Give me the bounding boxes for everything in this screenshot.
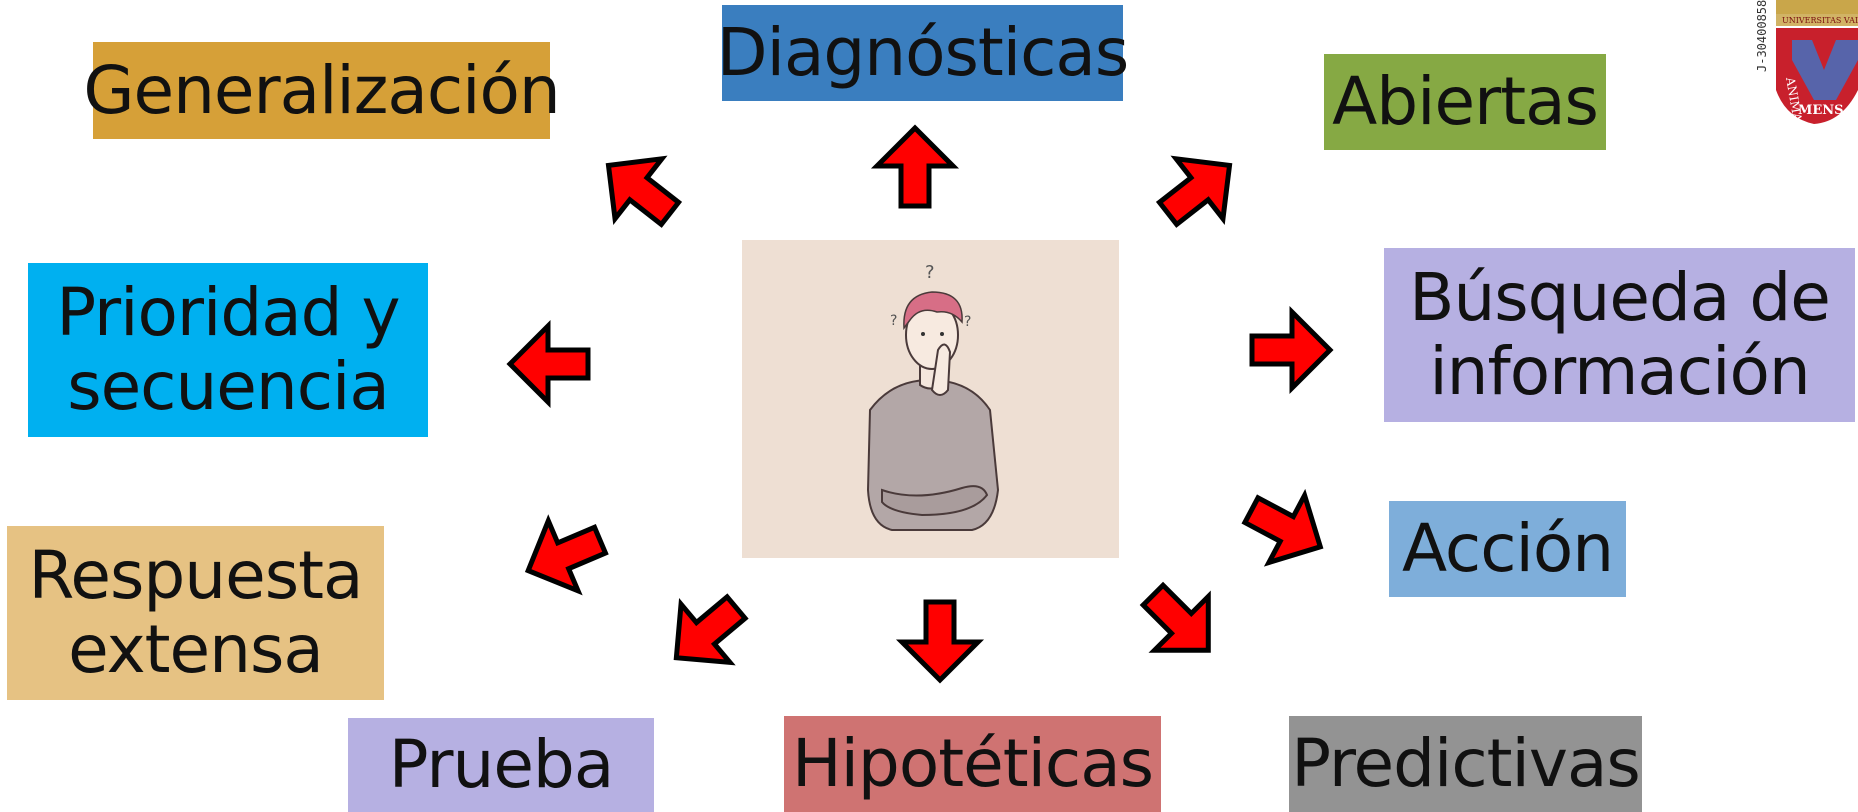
thinking-person-illustration: ? ? ? xyxy=(742,240,1119,558)
svg-text:MENS: MENS xyxy=(1798,103,1844,118)
box-respuesta-label-1: Respuesta xyxy=(28,537,364,615)
box-accion: Acción xyxy=(1389,501,1626,597)
box-hipoteticas-label-1: Hipotéticas xyxy=(791,725,1154,803)
arrow-up-right xyxy=(1155,155,1233,228)
arrow-up-left xyxy=(605,155,683,228)
box-prioridad-label-1: Prioridad y xyxy=(56,274,400,352)
svg-text:?: ? xyxy=(925,262,935,283)
box-prioridad-label-2: secuencia xyxy=(67,348,390,425)
box-predictivas: Predictivas xyxy=(1289,716,1642,812)
box-respuesta-label-2: extensa xyxy=(68,611,324,688)
box-generalizacion-label-1: Generalización xyxy=(83,51,560,129)
arrow-up xyxy=(870,124,960,209)
arrow-down-right-1 xyxy=(1241,488,1324,567)
box-respuesta: Respuesta extensa xyxy=(7,526,384,700)
svg-text:?: ? xyxy=(890,313,897,329)
box-generalizacion: Generalización xyxy=(83,42,561,139)
box-hipoteticas: Hipotéticas xyxy=(784,716,1161,812)
box-busqueda: Búsqueda de información xyxy=(1384,248,1855,422)
box-prueba-label-1: Prueba xyxy=(388,726,615,804)
arrow-down-left-2 xyxy=(673,593,749,666)
box-prioridad: Prioridad y secuencia xyxy=(28,263,428,437)
svg-text:?: ? xyxy=(964,314,971,330)
logo-code-text: J-30400858-9 xyxy=(1755,0,1769,72)
box-predictivas-label-1: Predictivas xyxy=(1291,725,1641,803)
arrow-left xyxy=(506,319,591,409)
box-busqueda-label-2: información xyxy=(1429,333,1810,410)
box-abiertas: Abiertas xyxy=(1324,54,1606,150)
box-abiertas-label-1: Abiertas xyxy=(1332,63,1599,141)
university-crest-logo: J-30400858-9 UNIVERSITAS VALEN ANIMA MEN… xyxy=(1752,0,1858,128)
box-accion-label-1: Acción xyxy=(1401,510,1614,588)
arrow-down-right-2 xyxy=(1139,581,1211,653)
arrow-down-left-1 xyxy=(524,514,609,596)
box-busqueda-label-1: Búsqueda de xyxy=(1409,259,1831,337)
arrow-down xyxy=(895,599,985,684)
box-diagnosticas-label-1: Diagnósticas xyxy=(716,14,1129,92)
box-prueba: Prueba xyxy=(348,718,654,812)
box-diagnosticas: Diagnósticas xyxy=(717,5,1129,101)
arrow-right xyxy=(1249,305,1334,395)
svg-text:UNIVERSITAS VALEN: UNIVERSITAS VALEN xyxy=(1782,16,1858,25)
